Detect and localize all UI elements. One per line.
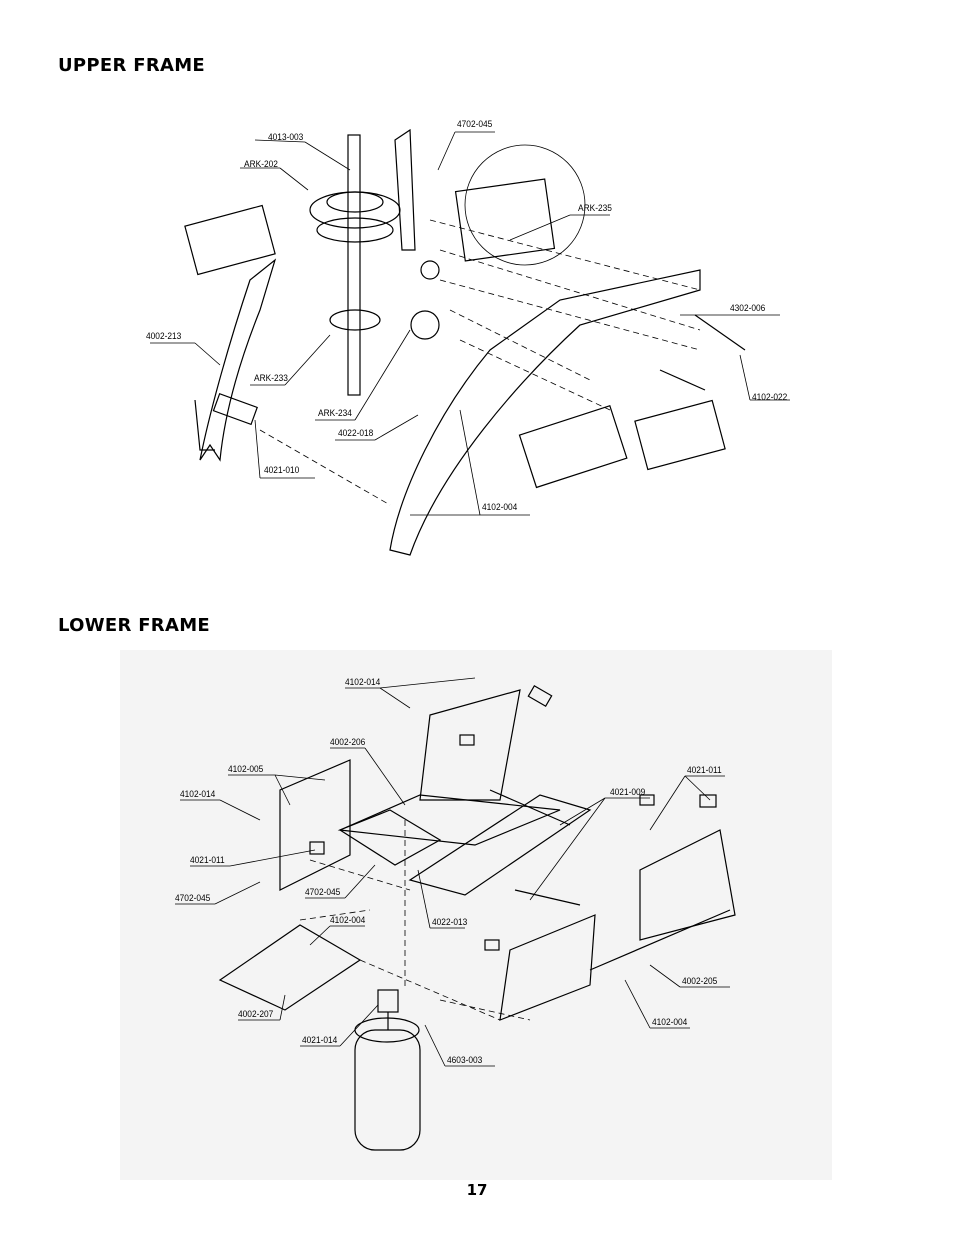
part-label: 4102-004 <box>330 915 366 926</box>
part-label: 4002-207 <box>238 1009 274 1020</box>
part-label: ARK-234 <box>318 408 352 419</box>
part-label: 4022-018 <box>338 428 374 439</box>
part-label: 4002-205 <box>682 976 718 987</box>
servo-right <box>634 399 726 471</box>
part-label: 4603-003 <box>447 1055 483 1066</box>
right-front-plate <box>499 914 596 1021</box>
back-plate <box>419 689 521 801</box>
part-label: 4013-003 <box>268 132 304 143</box>
part-label: 4702-045 <box>457 119 493 130</box>
part-label: 4021-011 <box>687 765 722 776</box>
part-label: 4102-014 <box>345 677 381 688</box>
upper-frame-diagram: 4013-003 ARK-202 4702-045 ARK-235 4302-0… <box>140 110 820 565</box>
part-label: 4102-014 <box>180 789 216 800</box>
part-label: ARK-202 <box>244 159 278 170</box>
lower-frame-diagram: 4102-014 4002-206 4102-005 4102-014 4021… <box>120 650 832 1180</box>
lower-frame-title: LOWER FRAME <box>58 615 211 636</box>
main-tray <box>337 794 561 846</box>
servo-mid <box>518 405 628 489</box>
part-label: 4302-006 <box>730 303 766 314</box>
part-label: 4702-045 <box>175 893 211 904</box>
part-label: 4021-011 <box>190 855 225 866</box>
part-label: 4102-004 <box>482 502 518 513</box>
pinion <box>377 989 399 1013</box>
guide <box>394 128 416 251</box>
part-label: 4102-022 <box>752 392 788 403</box>
page-number: 17 <box>466 1181 488 1199</box>
part-label: 4002-206 <box>330 737 366 748</box>
motor <box>354 1029 421 1151</box>
part-label: 4021-010 <box>264 465 300 476</box>
part-label: 4022-013 <box>432 917 468 928</box>
part-label: 4002-213 <box>146 331 182 342</box>
part-label: ARK-233 <box>254 373 288 384</box>
motor-mount <box>454 178 556 262</box>
lower-frame-drawing <box>175 677 736 1151</box>
left-side-plate <box>279 759 351 891</box>
part-label: 4021-014 <box>302 1035 338 1046</box>
part-label: 4102-004 <box>652 1017 688 1028</box>
part-label: ARK-235 <box>578 203 612 214</box>
upper-frame-title: UPPER FRAME <box>58 55 206 76</box>
part-label: 4021-009 <box>610 787 646 798</box>
right-frame-plate <box>389 269 701 556</box>
part-label: 4702-045 <box>305 887 341 898</box>
right-rear-plate <box>639 829 736 941</box>
part-label: 4102-005 <box>228 764 264 775</box>
upper-frame-drawing <box>150 128 790 556</box>
left-frame-plate <box>199 258 277 462</box>
bottom-tray <box>218 924 362 1011</box>
spacer <box>212 392 258 426</box>
left-servo <box>184 204 276 276</box>
main-shaft <box>347 134 361 396</box>
